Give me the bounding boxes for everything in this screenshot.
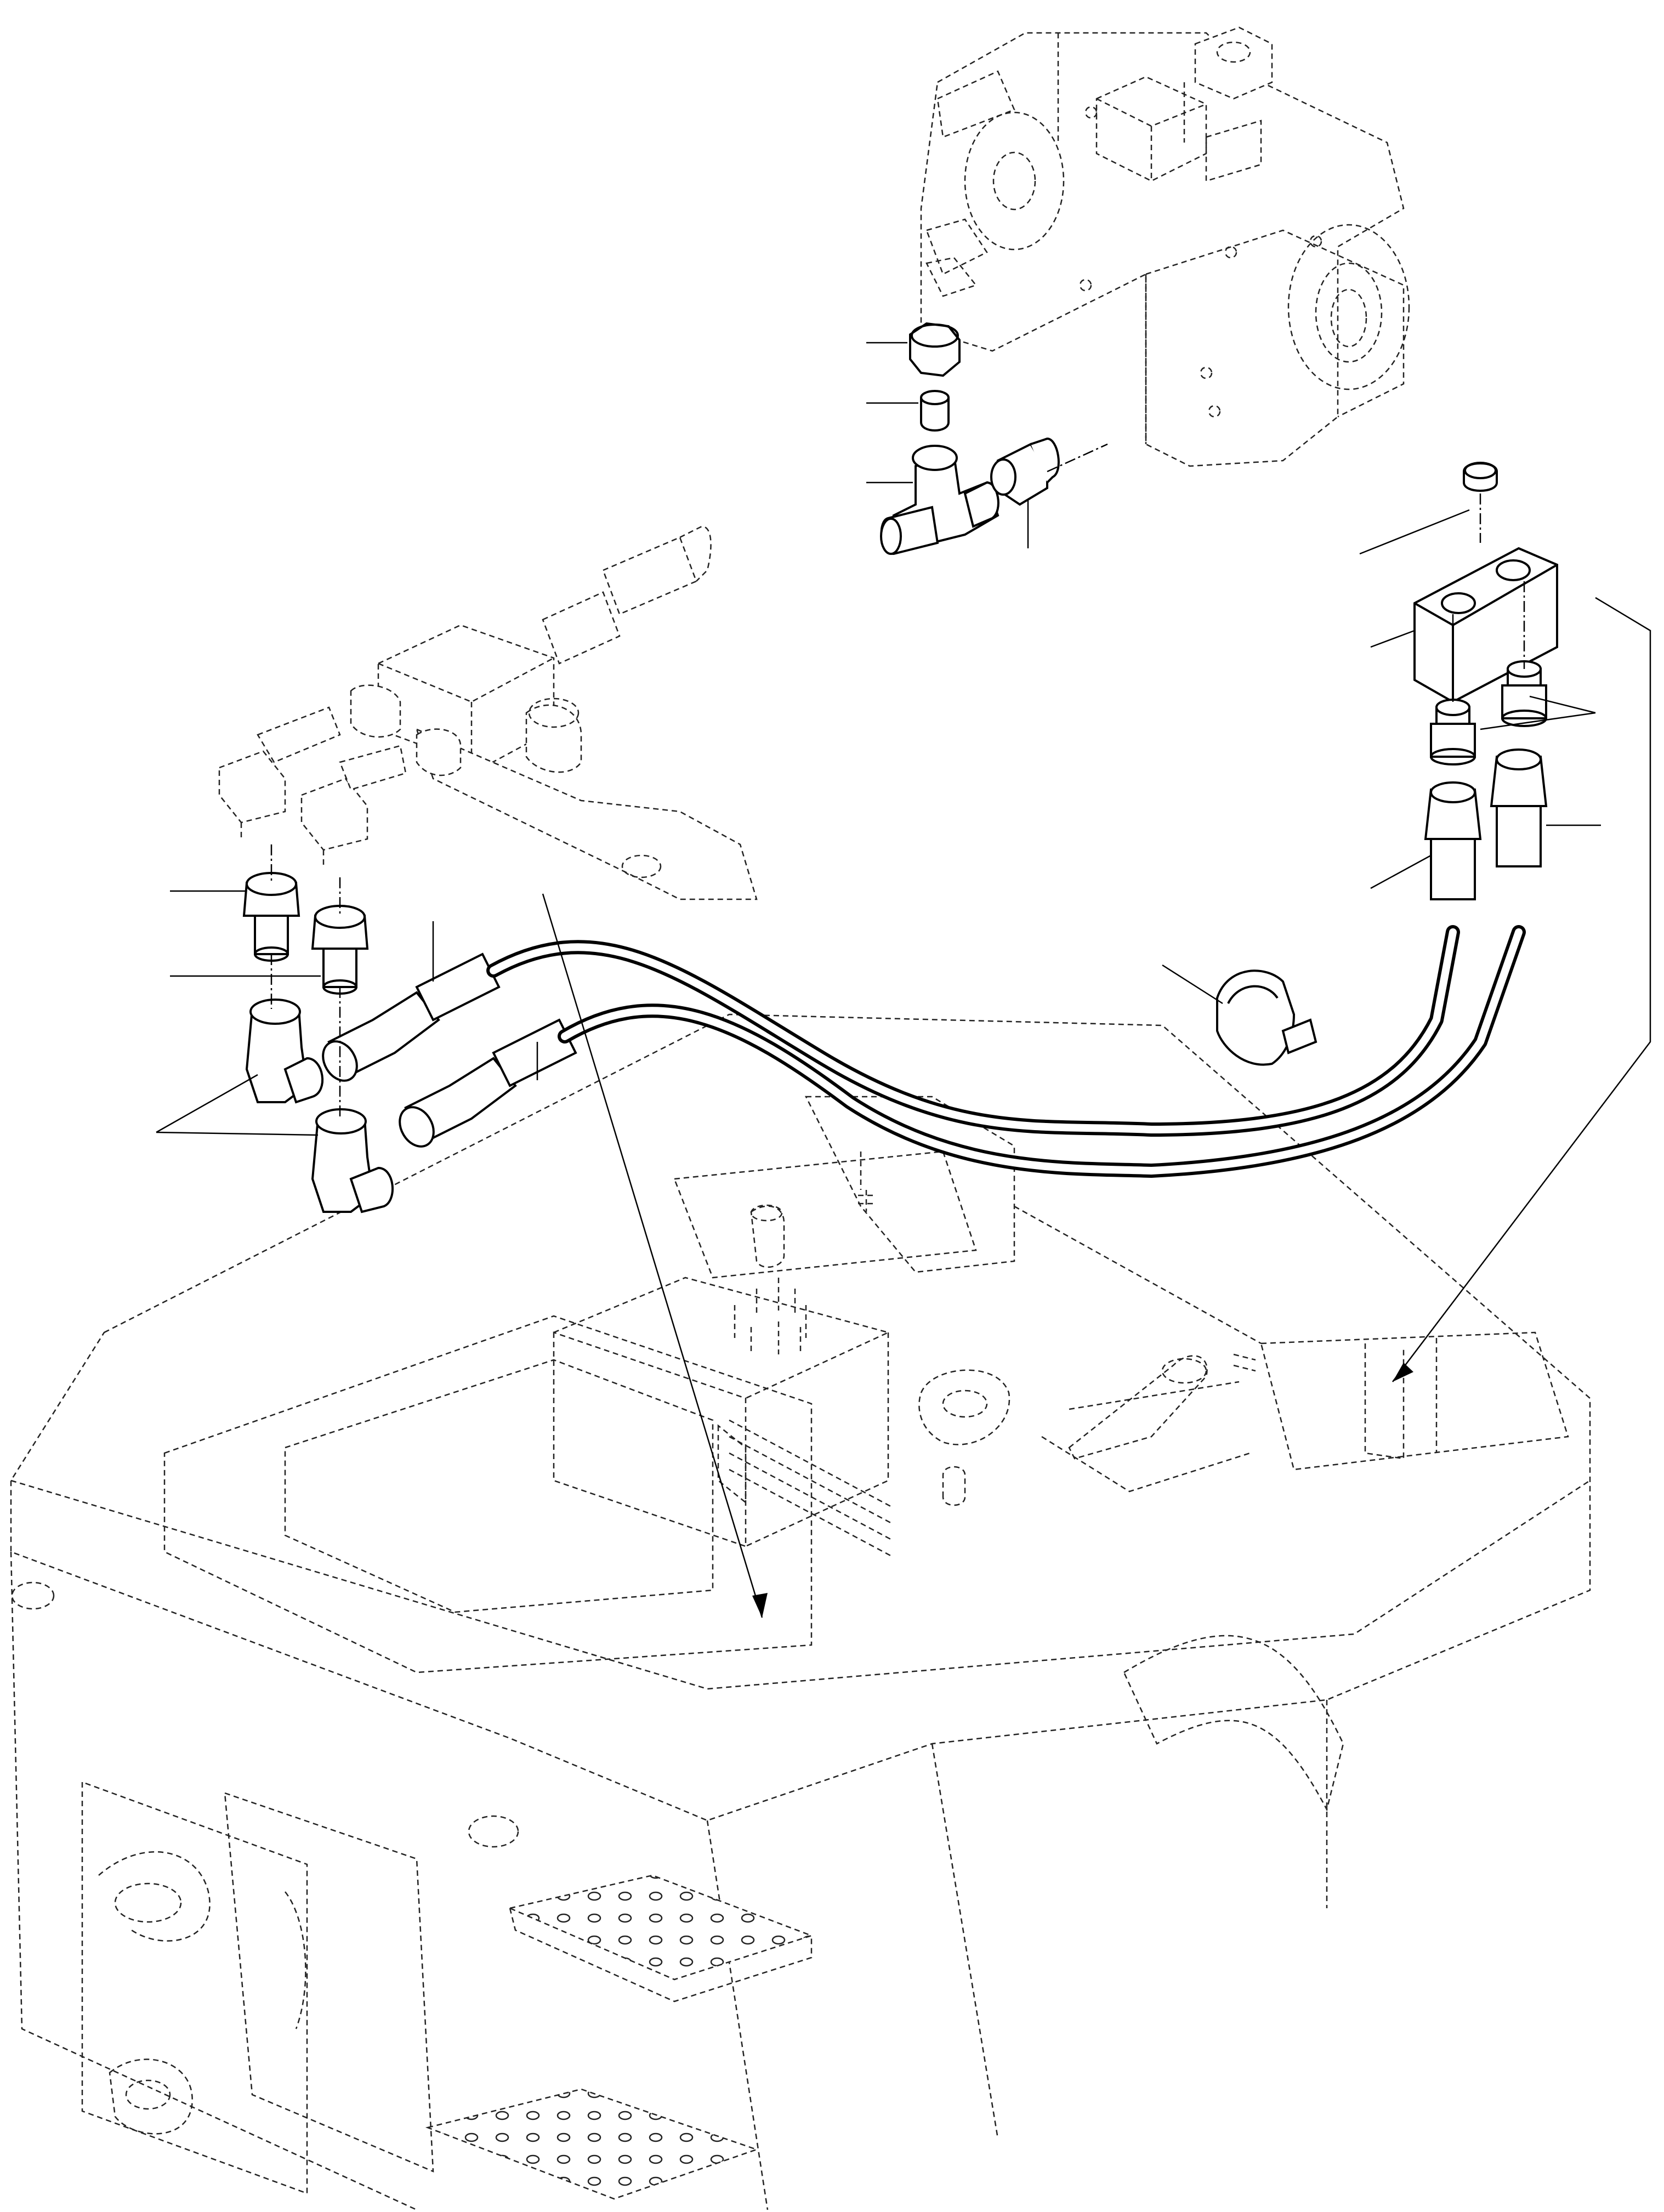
cap-nut [909,322,961,377]
sleeve [920,390,950,432]
hydraulic-pump [920,26,1410,467]
plug [1463,462,1498,492]
hose-fitting-left-upper [322,952,501,1082]
hose-clamp [1216,969,1317,1066]
adapter-left-middle [311,905,369,995]
adapter-left-upper [242,872,300,962]
elbow-fitting-upper [245,999,324,1104]
valve-assembly [218,525,758,900]
callout-leaders [156,342,1651,1618]
elbow-fitting-lower [311,1108,394,1213]
adapter-right-pair [1430,660,1547,765]
straight-connector [990,437,1060,506]
hose-fitting-right [1424,748,1548,900]
tee-fitting [880,445,999,555]
hose-fitting-left-lower [399,1018,577,1148]
hydraulic-hose-lower [558,925,1526,1178]
hydraulic-hose-upper [486,925,1460,1137]
machine-frame [10,1013,1591,2211]
